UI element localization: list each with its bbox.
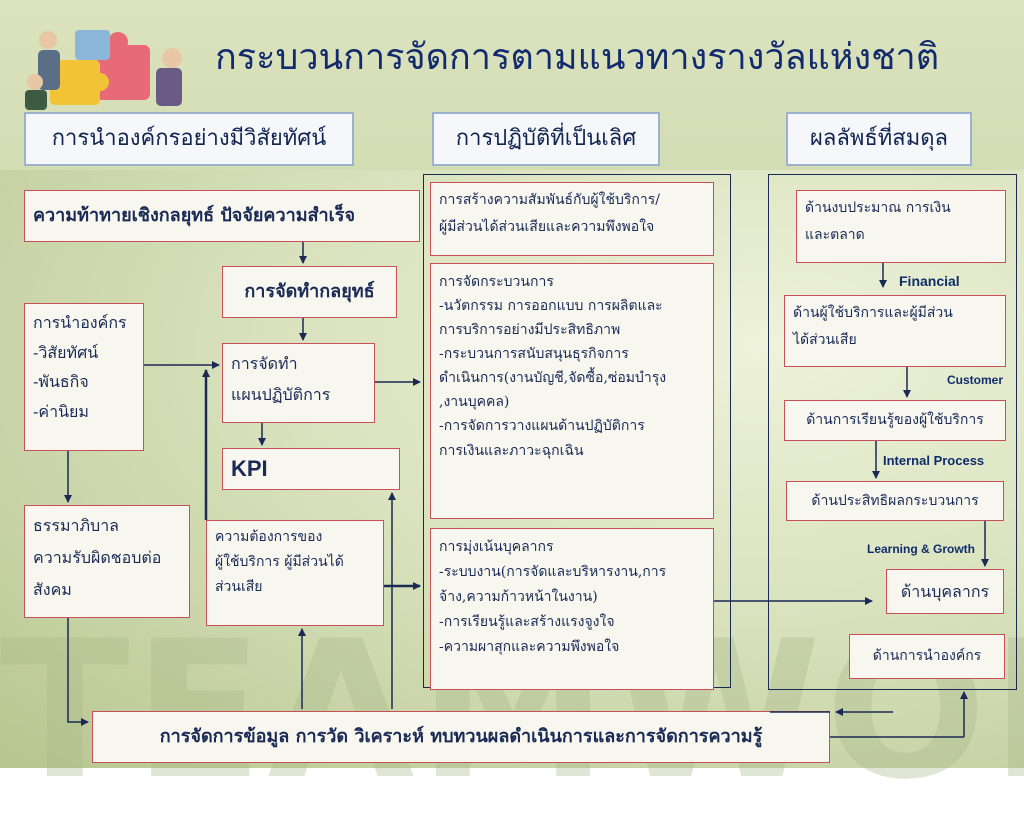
process-line: การเงินและภาวะฉุกเฉิน: [439, 442, 584, 459]
governance-line: สังคม: [33, 580, 72, 599]
leadership-box: การนำองค์กร -วิสัยทัศน์ -พันธกิจ -ค่านิย…: [24, 303, 144, 451]
customer-stakeholder-box: ด้านผู้ใช้บริการและผู้มีส่วน ได้ส่วนเสีย: [784, 295, 1006, 367]
connector-arrows: [64, 242, 989, 738]
action-plan-box: การจัดทำ แผนปฏิบัติการ: [222, 343, 375, 423]
page-title: กระบวนการจัดการตามแนวทางรางวัลแห่งชาติ: [215, 37, 940, 78]
header-results: ผลลัพธ์ที่สมดุล: [786, 112, 972, 166]
learning-growth-label: Learning & Growth: [867, 542, 975, 556]
budget-finance-box: ด้านงบประมาณ การเงิน และตลาด: [796, 190, 1006, 263]
relationship-line: ผู้มีส่วนได้ส่วนเสียและความพึงพอใจ: [439, 219, 655, 236]
budget-line: และตลาด: [805, 227, 865, 244]
needs-line: ความต้องการของ: [215, 529, 323, 545]
action-plan-line: แผนปฏิบัติการ: [231, 385, 331, 405]
process-line: ดำเนินการ(งานบัญชี,จัดซื้อ,ซ่อมบำรุง: [439, 370, 667, 387]
user-learning-box: ด้านการเรียนรู้ของผู้ใช้บริการ: [784, 400, 1006, 441]
strategy-box: การจัดทำกลยุทธ์: [222, 266, 397, 318]
needs-line: ส่วนเสีย: [215, 579, 263, 596]
internal-process-label: Internal Process: [883, 453, 985, 468]
leadership-line: -วิสัยทัศน์: [33, 342, 99, 362]
action-plan-line: การจัดทำ: [231, 354, 298, 373]
governance-box: ธรรมาภิบาล ความรับผิดชอบต่อ สังคม: [24, 505, 190, 618]
process-line: -กระบวนการสนับสนุนธุรกิจการ: [439, 346, 629, 363]
people-line: -ระบบงาน(การจัดและบริหารงาน,การ: [439, 563, 667, 580]
process-effectiveness-box: ด้านประสิทธิผลกระบวนการ: [786, 481, 1004, 521]
header-excellence: การปฏิบัติที่เป็นเลิศ: [432, 112, 660, 166]
governance-line: ธรรมาภิบาล: [33, 516, 119, 535]
org-leadership-box: ด้านการนำองค์กร: [849, 634, 1005, 679]
strategic-challenge-box: ความท้าทายเชิงกลยุทธ์ ปัจจัยความสำเร็จ: [24, 190, 420, 242]
governance-line: ความรับผิดชอบต่อ: [33, 548, 162, 567]
workforce-focus-box: การมุ่งเน้นบุคลากร -ระบบงาน(การจัดและบริ…: [430, 528, 714, 690]
process-line: ,งานบุคคล): [439, 394, 510, 411]
process-line: การจัดกระบวนการ: [439, 274, 554, 290]
measurement-analysis-box: การจัดการข้อมูล การวัด วิเคราะห์ ทบทวนผล…: [92, 711, 830, 763]
customer-relationship-box: การสร้างความสัมพันธ์กับผู้ใช้บริการ/ ผู้…: [430, 182, 714, 256]
financial-label: Financial: [899, 273, 960, 289]
leadership-line: การนำองค์กร: [33, 313, 127, 332]
budget-line: ด้านงบประมาณ การเงิน: [805, 200, 951, 216]
leadership-line: -ค่านิยม: [33, 401, 89, 421]
process-line: การบริการอย่างมีประสิทธิภาพ: [439, 322, 621, 339]
relationship-line: การสร้างความสัมพันธ์กับผู้ใช้บริการ/: [439, 192, 660, 208]
process-line: -การจัดการวางแผนด้านปฏิบัติการ: [439, 418, 645, 435]
people-line: จ้าง,ความก้าวหน้าในงาน): [439, 588, 598, 605]
arrow-governance-bottom: [67, 618, 89, 726]
process-management-box: การจัดกระบวนการ -นวัตกรรม การออกแบบ การผ…: [430, 263, 714, 519]
customer-label: Customer: [947, 373, 1004, 387]
kpi-box: KPI: [222, 448, 400, 490]
people-line: -การเรียนรู้และสร้างแรงจูงใจ: [439, 613, 615, 630]
people-line: -ความผาสุกและความพึงพอใจ: [439, 638, 620, 655]
leadership-line: -พันธกิจ: [33, 372, 89, 392]
personnel-box: ด้านบุคลากร: [886, 569, 1004, 614]
stakeholder-needs-box: ความต้องการของ ผู้ใช้บริการ ผู้มีส่วนได้…: [206, 520, 384, 626]
customer-line: ได้ส่วนเสีย: [793, 332, 857, 349]
puzzle-people-illustration: [25, 30, 182, 110]
people-line: การมุ่งเน้นบุคลากร: [439, 539, 554, 555]
process-line: -นวัตกรรม การออกแบบ การผลิตและ: [439, 298, 663, 315]
needs-line: ผู้ใช้บริการ ผู้มีส่วนได้: [215, 554, 344, 571]
results-container: [768, 174, 1017, 690]
customer-line: ด้านผู้ใช้บริการและผู้มีส่วน: [793, 305, 953, 321]
header-leadership: การนำองค์กรอย่างมีวิสัยทัศน์: [24, 112, 354, 166]
